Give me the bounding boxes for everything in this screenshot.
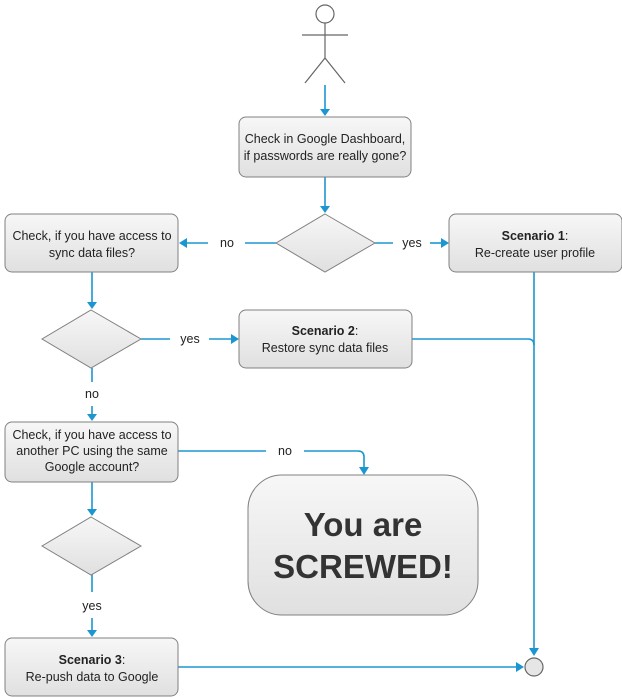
arrowhead (87, 302, 97, 309)
end-node-circle (524, 657, 544, 677)
node-label: Check in Google Dashboard, (245, 132, 406, 146)
node-label: Check, if you have access to (12, 428, 171, 442)
edge-label-otherpc-no: no (278, 444, 292, 458)
edge-label-decision1-yes: yes (402, 236, 421, 250)
node-label: another PC using the same (16, 444, 168, 458)
decision-diamond-1 (275, 213, 376, 273)
arrowhead (359, 467, 369, 475)
node-scenario-1: Scenario 1: Re-create user profile (448, 213, 622, 273)
screwed-line-1: You are (304, 506, 423, 543)
scenario-1-desc: Re-create user profile (475, 246, 595, 260)
node-label: if passwords are really gone? (244, 149, 407, 163)
arrowhead (87, 414, 97, 421)
scenario-3-title: Scenario 3 (59, 653, 122, 667)
svg-text:Scenario 2:: Scenario 2: (292, 324, 359, 338)
arrowhead (231, 334, 239, 344)
node-label: Google account? (45, 460, 140, 474)
edge-label-decision3-yes: yes (82, 599, 101, 613)
edge-scenario2-to-end (412, 338, 535, 346)
arrowhead (441, 238, 449, 248)
svg-text:Scenario 3:: Scenario 3: (59, 653, 126, 667)
screwed-line-2: SCREWED! (273, 548, 453, 585)
scenario-3-desc: Re-push data to Google (26, 670, 159, 684)
edge-label-decision2-no: no (85, 387, 99, 401)
node-screwed: You are SCREWED! (247, 474, 479, 616)
scenario-1-title: Scenario 1 (502, 229, 565, 243)
edge-otherpc-no-tail (304, 450, 365, 468)
arrowhead (529, 648, 539, 656)
edges (87, 85, 539, 672)
arrowhead (87, 509, 97, 516)
scenario-2-desc: Restore sync data files (262, 341, 388, 355)
node-label: Check, if you have access to (12, 229, 171, 243)
start-actor-icon (302, 4, 348, 84)
arrowhead (320, 109, 330, 116)
node-check-dashboard: Check in Google Dashboard, if passwords … (238, 116, 412, 178)
decision-diamond-3 (41, 516, 142, 576)
svg-text:Scenario 1:: Scenario 1: (502, 229, 569, 243)
node-scenario-2: Scenario 2: Restore sync data files (238, 309, 413, 369)
arrowhead (179, 238, 187, 248)
scenario-2-title: Scenario 2 (292, 324, 355, 338)
edge-label-decision1-no: no (220, 236, 234, 250)
node-label: sync data files? (49, 246, 135, 260)
node-scenario-3: Scenario 3: Re-push data to Google (4, 637, 179, 697)
arrowhead (87, 630, 97, 637)
edge-label-decision2-yes: yes (180, 332, 199, 346)
decision-diamond-2 (41, 309, 142, 369)
arrowhead (516, 662, 524, 672)
node-check-other-pc: Check, if you have access to another PC … (4, 421, 179, 483)
node-check-sync-files: Check, if you have access to sync data f… (4, 213, 179, 273)
arrowhead (320, 206, 330, 213)
